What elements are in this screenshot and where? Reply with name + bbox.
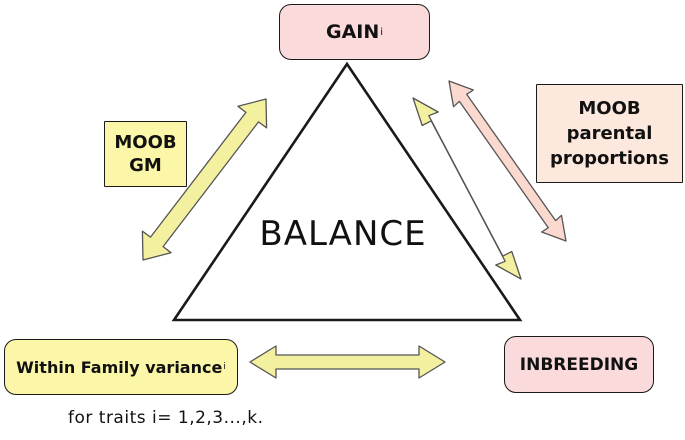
arrow-parental-proportions — [448, 80, 567, 242]
gain-subscript: i — [380, 26, 384, 38]
arrow-gain-moob-gm — [141, 98, 268, 261]
footnote: for traits i= 1,2,3...,k. — [68, 408, 264, 428]
balance-label: BALANCE — [259, 214, 427, 254]
moob-gm-line2: GM — [129, 155, 162, 176]
moob-gm-line1: MOOB — [114, 132, 177, 153]
moob-pp-line1: MOOB — [578, 98, 641, 119]
within-label: Within Family variance — [16, 357, 223, 377]
moob-pp-line3: proportions — [550, 148, 669, 169]
arrow-gain-inbreeding — [412, 97, 522, 280]
arrow-within-inbreeding — [249, 345, 446, 379]
gain-label: GAIN — [325, 21, 380, 43]
moob-pp-line2: parental — [566, 123, 653, 144]
balance-triangle — [171, 61, 523, 322]
inbreeding-box: INBREEDING — [504, 336, 654, 393]
within-subscript: i — [223, 362, 226, 372]
moob-parental-proportions-box: MOOB parental proportions — [536, 84, 683, 183]
inbreeding-label: INBREEDING — [519, 354, 639, 375]
moob-gm-box: MOOB GM — [104, 121, 187, 187]
